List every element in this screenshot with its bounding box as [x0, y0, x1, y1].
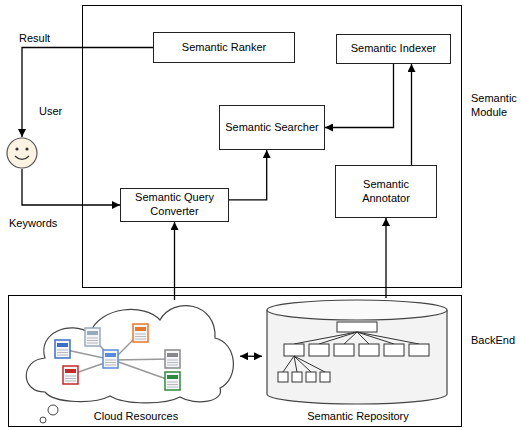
- process-box: Semantic Query Converter: [120, 188, 229, 222]
- user-icon: User: [6, 103, 70, 169]
- flow-arrow: [385, 218, 386, 298]
- database-cylinder: Semantic Repository: [262, 298, 452, 427]
- process-box: Semantic Annotator: [335, 165, 437, 218]
- backend-frame: Cloud ResourcesSemantic RepositoryBackEn…: [8, 295, 462, 427]
- flow-arrow: [240, 356, 262, 357]
- flow-arrow: [411, 64, 412, 165]
- flow-arrow: [325, 64, 394, 128]
- edge-label: Keywords: [8, 217, 58, 231]
- cloud-shape: Cloud Resources: [15, 300, 240, 425]
- process-box: Semantic Searcher: [219, 105, 325, 150]
- box-label: Semantic Indexer: [351, 42, 437, 56]
- edge-label: Result: [18, 32, 51, 46]
- node-heading: User: [38, 105, 72, 119]
- cloud-illustration: [15, 300, 240, 425]
- module-frame: Semantic Ranker Semantic IndexerSemantic …: [82, 5, 462, 288]
- flow-arrow: [22, 48, 153, 138]
- smiley-face: [6, 137, 38, 169]
- box-label: Semantic Query Converter: [126, 191, 223, 219]
- flow-arrow: [22, 169, 120, 205]
- process-box: Semantic Indexer: [336, 34, 451, 64]
- box-label: Semantic Annotator: [341, 178, 431, 206]
- node-heading: Semantic Repository: [262, 410, 454, 424]
- process-box: Semantic Ranker: [153, 32, 295, 63]
- flow-arrow: [229, 150, 267, 200]
- box-label: Semantic Ranker: [182, 41, 266, 55]
- database-illustration: [262, 298, 452, 427]
- node-heading: Semantic Module: [470, 92, 521, 120]
- node-heading: Cloud Resources: [60, 410, 212, 424]
- flow-arrow: [174, 222, 175, 300]
- node-heading: BackEnd: [470, 334, 521, 348]
- box-label: Semantic Searcher: [225, 121, 319, 135]
